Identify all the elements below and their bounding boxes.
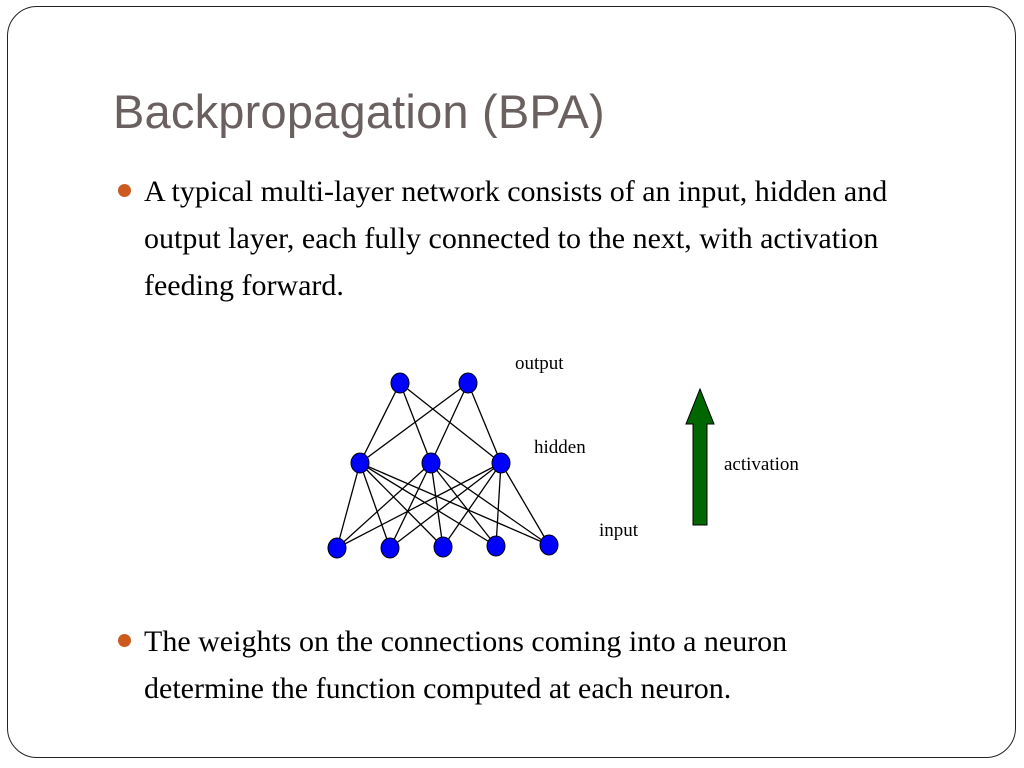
- network-edges: [336, 382, 550, 549]
- connection-edge: [500, 462, 550, 546]
- activation-arrow-icon: [685, 387, 715, 526]
- hidden-node: [350, 452, 370, 474]
- input-node: [380, 537, 400, 559]
- output-node: [458, 372, 478, 394]
- connection-edge: [359, 382, 401, 464]
- bullet-text-2: The weights on the connections coming in…: [144, 625, 788, 705]
- connection-edge: [336, 462, 502, 549]
- slide-frame: [7, 6, 1016, 758]
- connection-edge: [359, 462, 444, 548]
- hidden-node: [491, 452, 511, 474]
- connection-edge: [495, 462, 502, 547]
- network-nodes: [327, 372, 559, 559]
- connection-edge: [399, 382, 432, 464]
- hidden-layer-label: hidden: [534, 437, 586, 458]
- connection-edge: [389, 462, 502, 549]
- bullet-dot-icon: [118, 634, 131, 647]
- input-node: [433, 536, 453, 558]
- input-node: [327, 537, 347, 559]
- output-layer-label: output: [515, 353, 564, 374]
- connection-edge: [336, 462, 432, 549]
- slide-title: Backpropagation (BPA): [113, 85, 605, 138]
- connection-edge: [399, 382, 502, 464]
- connection-edge: [359, 462, 497, 547]
- connection-edge: [359, 382, 469, 464]
- input-node: [486, 535, 506, 557]
- connection-edge: [430, 462, 444, 548]
- connection-edge: [430, 462, 550, 546]
- input-node: [539, 534, 559, 556]
- connection-edge: [430, 462, 497, 547]
- output-node: [390, 372, 410, 394]
- connection-edge: [359, 462, 391, 549]
- connection-edge: [389, 462, 432, 549]
- activation-label: activation: [724, 454, 799, 475]
- input-layer-label: input: [599, 520, 639, 541]
- connection-edge: [359, 462, 550, 546]
- hidden-node: [421, 452, 441, 474]
- bullet-text-1: A typical multi-layer network consists o…: [144, 175, 888, 302]
- connection-edge: [442, 462, 502, 548]
- connection-edge: [467, 382, 502, 464]
- connection-edge: [336, 462, 361, 549]
- bullet-dot-icon: [118, 184, 131, 197]
- connection-edge: [430, 382, 469, 464]
